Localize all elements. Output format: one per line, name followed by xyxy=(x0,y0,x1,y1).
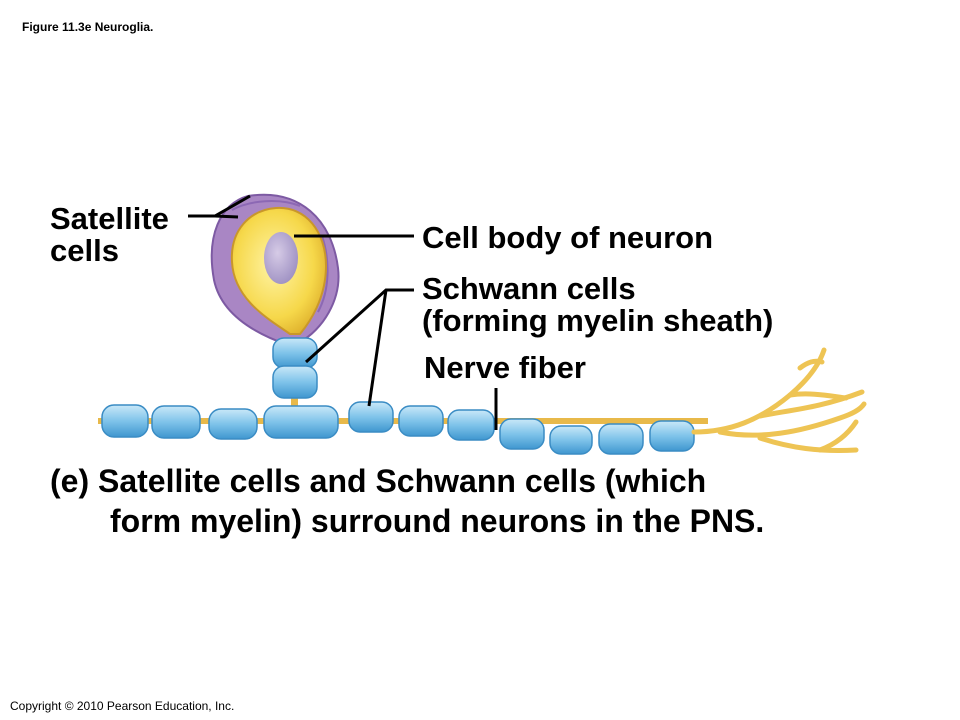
satellite-cells-label-line1: Satellite xyxy=(50,201,169,236)
schwann-cells-label-line2: (forming myelin sheath) xyxy=(422,303,774,338)
schwann-cell xyxy=(151,405,201,439)
copyright-notice: Copyright © 2010 Pearson Education, Inc. xyxy=(10,699,235,713)
schwann-cell xyxy=(263,405,339,439)
schwann-cell xyxy=(598,423,644,455)
satellite-cells-label-line2: cells xyxy=(50,233,119,268)
schwann-cell xyxy=(101,404,149,438)
figure-title: Figure 11.3e Neuroglia. xyxy=(22,20,154,34)
schwann-cell xyxy=(208,408,258,440)
cell-body-label: Cell body of neuron xyxy=(422,220,714,255)
schwann-cell xyxy=(272,365,318,399)
schwann-cell xyxy=(272,337,318,369)
satellite-cells-label: Satellite cells xyxy=(50,203,169,267)
caption: (e) Satellite cells and Schwann cells (w… xyxy=(50,461,764,541)
schwann-cell xyxy=(549,425,593,455)
axon-terminals xyxy=(691,347,867,453)
nerve-fiber-label: Nerve fiber xyxy=(424,350,586,385)
caption-line1: (e) Satellite cells and Schwann cells (w… xyxy=(50,463,707,499)
schwann-cell xyxy=(348,401,394,433)
schwann-cell xyxy=(398,405,444,437)
caption-line2: form myelin) surround neurons in the PNS… xyxy=(110,503,765,539)
schwann-cell xyxy=(499,418,545,450)
nucleus xyxy=(264,232,298,284)
schwann-cell xyxy=(649,420,695,452)
schwann-cells xyxy=(101,337,695,455)
leader-lines xyxy=(188,194,498,430)
schwann-cells-label: Schwann cells (forming myelin sheath) xyxy=(422,273,773,337)
schwann-cells-label-line1: Schwann cells xyxy=(422,271,636,306)
schwann-cell xyxy=(447,409,495,441)
